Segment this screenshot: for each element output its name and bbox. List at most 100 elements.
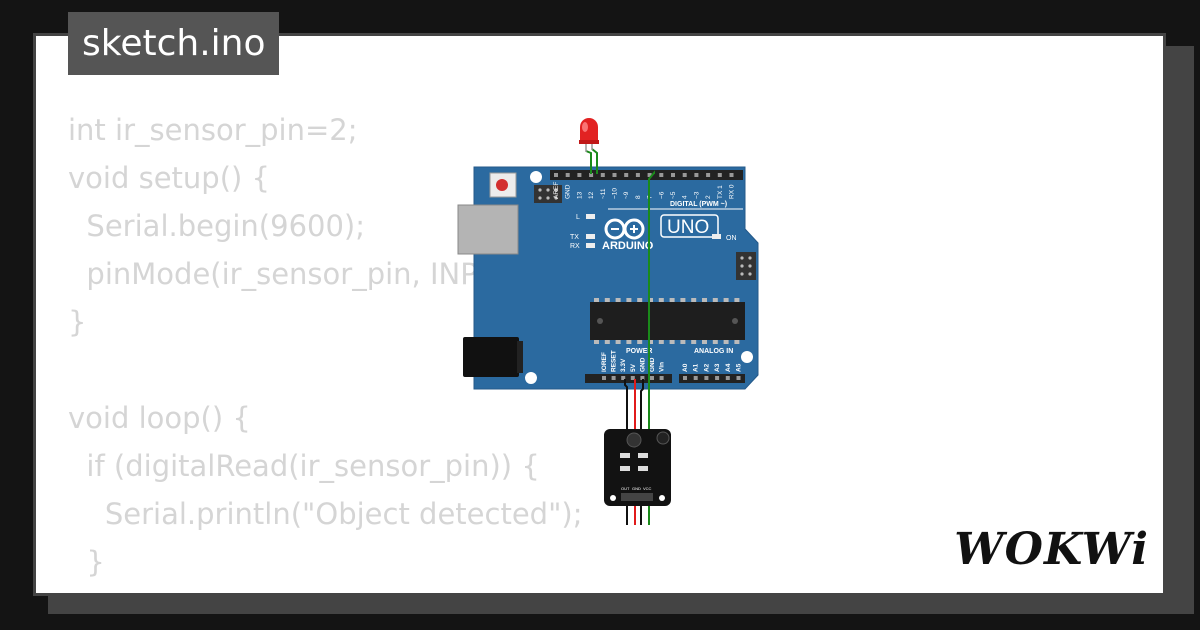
digital-pin-label: GND: [565, 184, 572, 199]
mounting-hole: [741, 351, 753, 363]
chip-pin: [626, 298, 632, 302]
chip-pin: [702, 340, 707, 344]
header-pin: [682, 173, 687, 177]
chip-pin: [723, 340, 729, 344]
ir-emitter: [656, 431, 670, 445]
analog-pin-label: A5: [736, 363, 743, 372]
dc-power-jack-tip: [517, 341, 523, 373]
digital-pin-label: ~11: [600, 188, 607, 199]
chip-pin: [691, 298, 697, 302]
header-pin: [715, 376, 720, 380]
chip-pin: [723, 298, 729, 302]
chip-pin: [669, 298, 675, 302]
power-header-label: POWER: [626, 348, 652, 355]
digital-pin-label: ~10: [612, 188, 619, 199]
usb-connector: [457, 204, 519, 255]
header-pin: [729, 173, 734, 177]
sensor-pin-header: [621, 493, 653, 501]
header-pin: [612, 173, 617, 177]
chip-pin: [648, 298, 653, 302]
header-pin: [704, 376, 709, 380]
header-pin: [647, 173, 652, 177]
chip-pin: [712, 298, 718, 302]
header-pin: [554, 173, 558, 177]
sensor-smd: [620, 466, 630, 471]
header-pin: [630, 376, 635, 380]
digital-pin-label: ~6: [658, 191, 665, 199]
code-line: }: [68, 545, 105, 579]
chip-notch: [732, 318, 738, 324]
chip-pin: [658, 298, 664, 302]
sensor-mount-hole: [659, 495, 665, 501]
uno-model-text: UNO: [667, 217, 709, 238]
digital-header-label: DIGITAL (PWM ~): [670, 201, 727, 208]
red-led[interactable]: [579, 118, 599, 152]
chip-pin: [658, 340, 664, 344]
chip-pin: [594, 340, 599, 344]
analog-pin-label: A4: [725, 363, 732, 372]
analog-pin-label: A3: [714, 363, 721, 372]
code-line: int ir_sensor_pin=2;: [68, 113, 358, 147]
digital-pin-label: 4: [682, 195, 689, 199]
power-pin-label: IOREF: [601, 352, 608, 372]
chip-pin: [734, 298, 740, 302]
header-pin: [602, 376, 606, 380]
file-tab[interactable]: sketch.ino: [68, 12, 280, 75]
code-listing: int ir_sensor_pin=2;void setup() { Seria…: [68, 106, 583, 593]
uno-badge: [660, 214, 719, 238]
on-led: [712, 234, 721, 239]
dc-power-jack: [463, 337, 519, 377]
header-pin: [600, 173, 605, 177]
chip-pin: [594, 298, 599, 302]
code-line: if (digitalRead(ir_sensor_pin)) {: [68, 449, 540, 483]
ir-sensor-module[interactable]: OUT GND VCC: [604, 429, 671, 506]
led-wire-pin13: [591, 148, 598, 174]
header-pin: [565, 173, 570, 177]
tx-led: [586, 234, 595, 239]
digital-header: [550, 170, 743, 180]
icsp-header: [534, 185, 562, 203]
header-pin: [640, 376, 645, 380]
chip-notch: [597, 318, 603, 324]
digital-pin-label: 12: [588, 191, 595, 199]
code-line: Serial.begin(9600);: [68, 209, 366, 243]
power-pin-label: GND: [649, 357, 656, 372]
header-pin: [736, 376, 741, 380]
ir-receiver: [626, 432, 642, 448]
analog-header-label: ANALOG IN: [694, 348, 733, 355]
power-pin-label: Vin: [659, 362, 666, 372]
sensor-pin-label: VCC: [643, 486, 652, 491]
tx-led-label: TX: [570, 234, 579, 241]
digital-header-pins: [554, 173, 734, 177]
analog-pin-label: A2: [703, 363, 710, 372]
on-led-label: ON: [726, 235, 737, 242]
led-wire-gnd: [585, 150, 592, 174]
chip-pin: [648, 340, 653, 344]
digital-pin-label: ~3: [693, 191, 700, 199]
chip-pins: [594, 298, 740, 344]
header-pin: [671, 173, 675, 177]
header-pin: [624, 173, 629, 177]
code-line: Serial.println("Object detected");: [68, 497, 583, 531]
power-header: [585, 374, 672, 383]
chip-pin: [604, 340, 610, 344]
mounting-hole: [530, 171, 542, 183]
rx-led-label: RX: [570, 243, 580, 250]
reset-button-cap: [496, 179, 508, 191]
digital-pin-label: 8: [635, 195, 642, 199]
chip-pin: [734, 340, 740, 344]
header-pin: [650, 376, 654, 380]
analog-pin-label: A1: [693, 363, 700, 372]
digital-pin-label: AREF: [553, 182, 560, 199]
code-line: }: [68, 305, 87, 339]
header-pin: [717, 173, 722, 177]
header-pin: [577, 173, 582, 177]
header-pin: [694, 173, 699, 177]
arduino-brand-text: ARDUINO: [602, 240, 654, 252]
bottom-header-pins: [602, 376, 741, 380]
header-pin: [659, 173, 664, 177]
